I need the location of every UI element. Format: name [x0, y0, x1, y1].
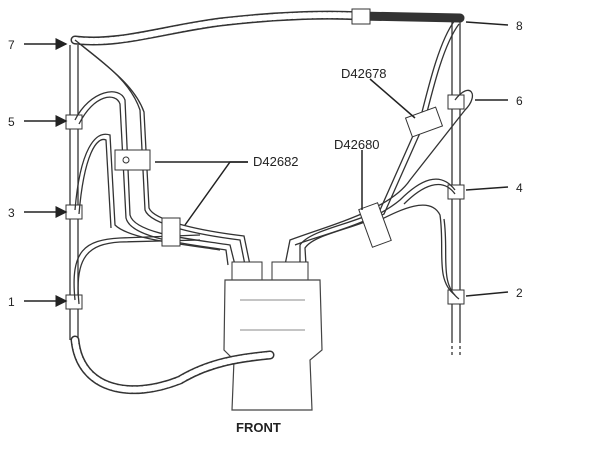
injector-label-2: 2	[516, 286, 523, 300]
return-hose-top	[70, 8, 465, 46]
injector-lines-left	[73, 39, 251, 305]
injector-label-5: 5	[8, 115, 15, 129]
injector-label-6: 6	[516, 94, 523, 108]
injector-label-1: 1	[8, 295, 15, 309]
clamp-d42680	[358, 202, 392, 248]
part-label-d42680: D42680	[334, 137, 380, 152]
injector-label-8: 8	[516, 19, 523, 33]
return-hose-bottom	[70, 335, 275, 395]
part-label-d42682: D42682	[253, 154, 299, 169]
clamp-d42682-lower	[161, 217, 181, 247]
injector-label-4: 4	[516, 181, 523, 195]
clamp-d42678	[404, 106, 444, 138]
injector-label-3: 3	[8, 206, 15, 220]
hose-fitting	[351, 8, 371, 25]
leader-lines	[24, 21, 509, 307]
front-caption: FRONT	[236, 420, 281, 435]
injector-label-7: 7	[8, 38, 15, 52]
part-label-d42678: D42678	[341, 66, 387, 81]
clamp-d42682-upper	[114, 149, 151, 171]
right-fuel-rail	[447, 20, 465, 355]
left-fuel-rail	[65, 45, 83, 340]
injector-lines-right	[284, 19, 474, 300]
injection-pump	[223, 261, 323, 411]
